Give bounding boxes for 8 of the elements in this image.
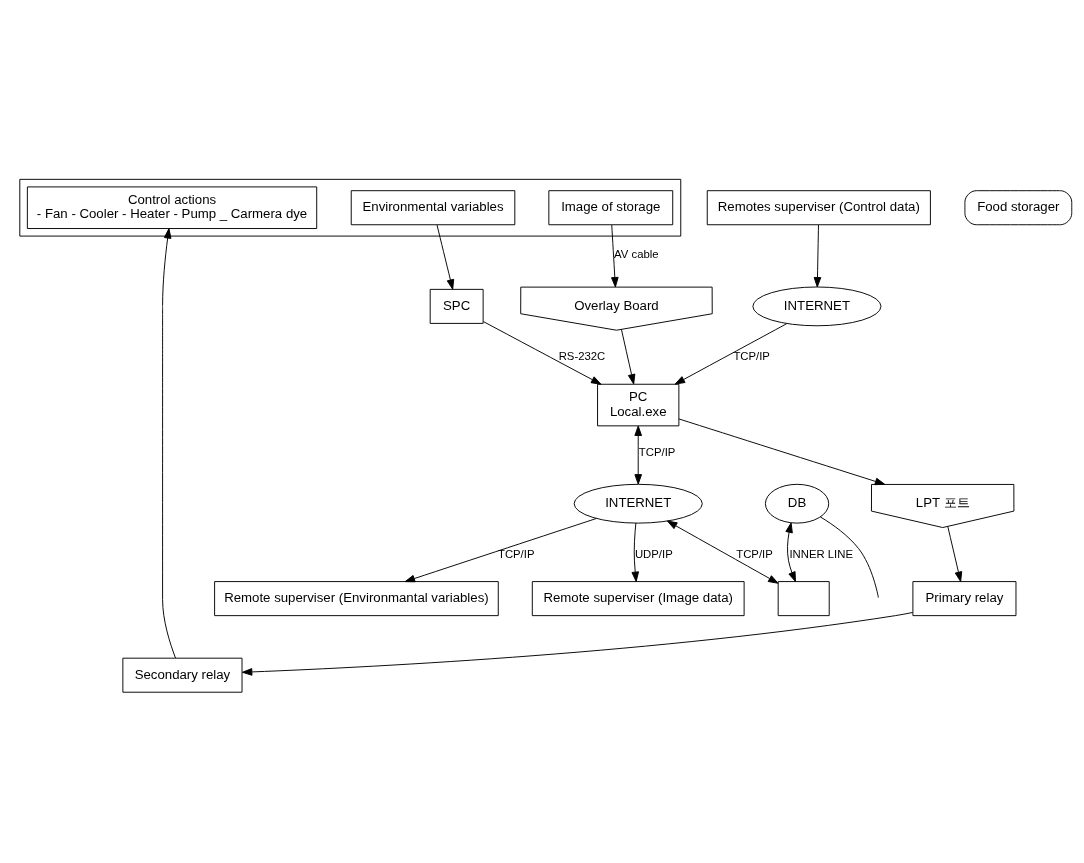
edge-label: TCP/IP [638,445,676,458]
edge-label: UDP/IP [634,547,673,560]
edge-label: INNER LINE [789,547,853,560]
edge-label: RS-232C [558,349,606,362]
edge-label: TCP/IP [733,349,770,362]
edge-label: TCP/IP [736,547,773,560]
edge-label: AV cable [614,247,659,260]
edge-label: TCP/IP [497,547,535,560]
